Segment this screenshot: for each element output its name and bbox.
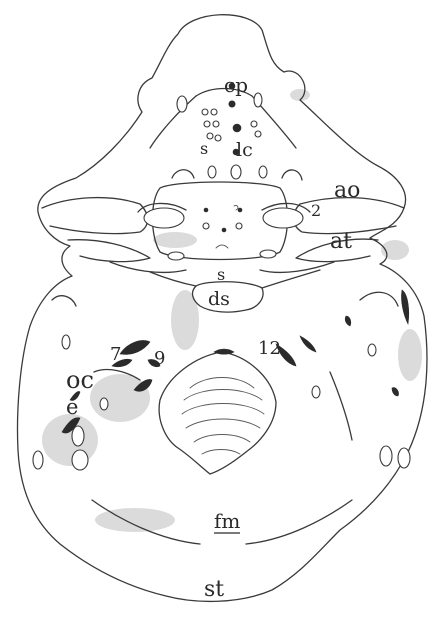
label-7: 7 (110, 344, 121, 365)
ds-left-arm (150, 272, 196, 286)
left-oval-foramen (144, 208, 184, 228)
right-small-foramen (260, 250, 276, 258)
label-fm: fm (214, 509, 240, 533)
label-st: st (204, 577, 224, 602)
condyle-dark (214, 349, 234, 354)
ds-right-arm (262, 270, 320, 288)
label-s-upper: s (200, 139, 208, 158)
label-lc: lc (236, 139, 253, 161)
left-wing-lower (110, 262, 186, 272)
foramen-magnum-rim (159, 352, 276, 474)
stipple-shading (42, 89, 422, 532)
label-cp: cp (224, 73, 248, 97)
label-9: 9 (154, 348, 165, 369)
posterior-line-right (246, 500, 352, 544)
foramen-magnum-contours (182, 378, 264, 455)
label-ao: ao (334, 178, 360, 203)
left-wing (42, 198, 148, 234)
label-2: 2 (311, 201, 321, 220)
label-at: at (330, 229, 352, 254)
left-small-foramen (168, 252, 184, 260)
right-wing-lower (260, 262, 334, 272)
label-ds: ds (208, 288, 230, 310)
right-otic-features (276, 290, 410, 468)
label-e: e (66, 395, 78, 419)
right-oval-foramen (263, 208, 303, 228)
left-pterygoid (68, 240, 150, 262)
palate-foramina (203, 205, 242, 248)
label-12: 12 (258, 338, 281, 359)
upper-ridge-left (150, 96, 196, 148)
label-s-middle: s (217, 265, 225, 284)
label-oc: oc (66, 366, 94, 394)
